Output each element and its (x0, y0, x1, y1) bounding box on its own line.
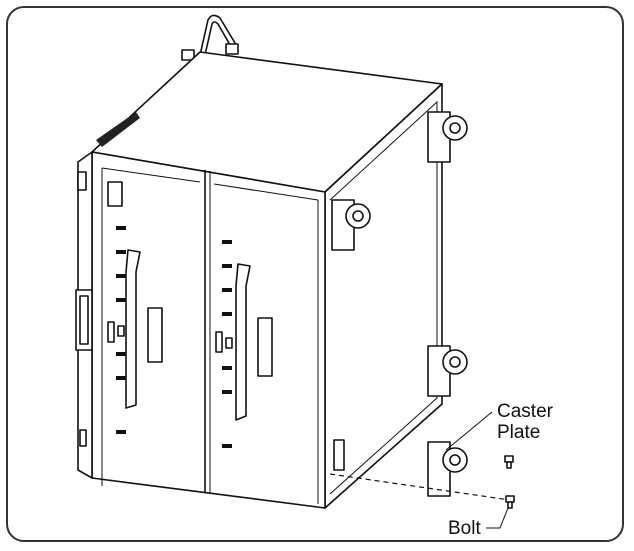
caster-plate-leader (445, 411, 493, 451)
left-door-handle (125, 249, 141, 409)
left-door-lock (107, 321, 115, 343)
right-side-inner-edge (329, 100, 438, 495)
bolt-lower (505, 495, 515, 509)
bolt-label: Bolt (448, 518, 481, 539)
top-handle (199, 14, 239, 56)
door-top-rails (101, 167, 319, 201)
right-door-vent-slots (222, 240, 232, 448)
handle-bracket-left (181, 49, 195, 61)
right-door-key (225, 337, 233, 349)
left-door-label-window (147, 307, 163, 363)
bolt-upper (504, 455, 514, 469)
left-panel-window-inner (79, 295, 89, 345)
caster-plate-label-line2: Plate (497, 422, 540, 443)
assembly-dashed-line (329, 473, 511, 501)
left-latch-bottom (79, 429, 87, 447)
right-door-label-window (257, 317, 273, 377)
rounded-frame (6, 6, 624, 542)
right-door-handle (235, 263, 251, 421)
side-panel-foot (333, 439, 345, 471)
left-door-label-plate (107, 181, 123, 207)
door-side-rails (101, 168, 319, 504)
caster-top-right (427, 111, 468, 163)
caster-plate-label-line1: Caster (497, 401, 554, 422)
caster-detached (427, 441, 468, 497)
bolt-leader (486, 507, 509, 529)
caster-bottom-right (427, 345, 468, 397)
right-door-lock (215, 331, 223, 353)
caster-top-left (331, 199, 371, 251)
left-latch-top (77, 171, 87, 191)
handle-bracket-right (225, 43, 239, 55)
vent-grille (96, 112, 140, 147)
left-door-key (117, 325, 125, 337)
left-door-vent-slots (116, 226, 126, 434)
